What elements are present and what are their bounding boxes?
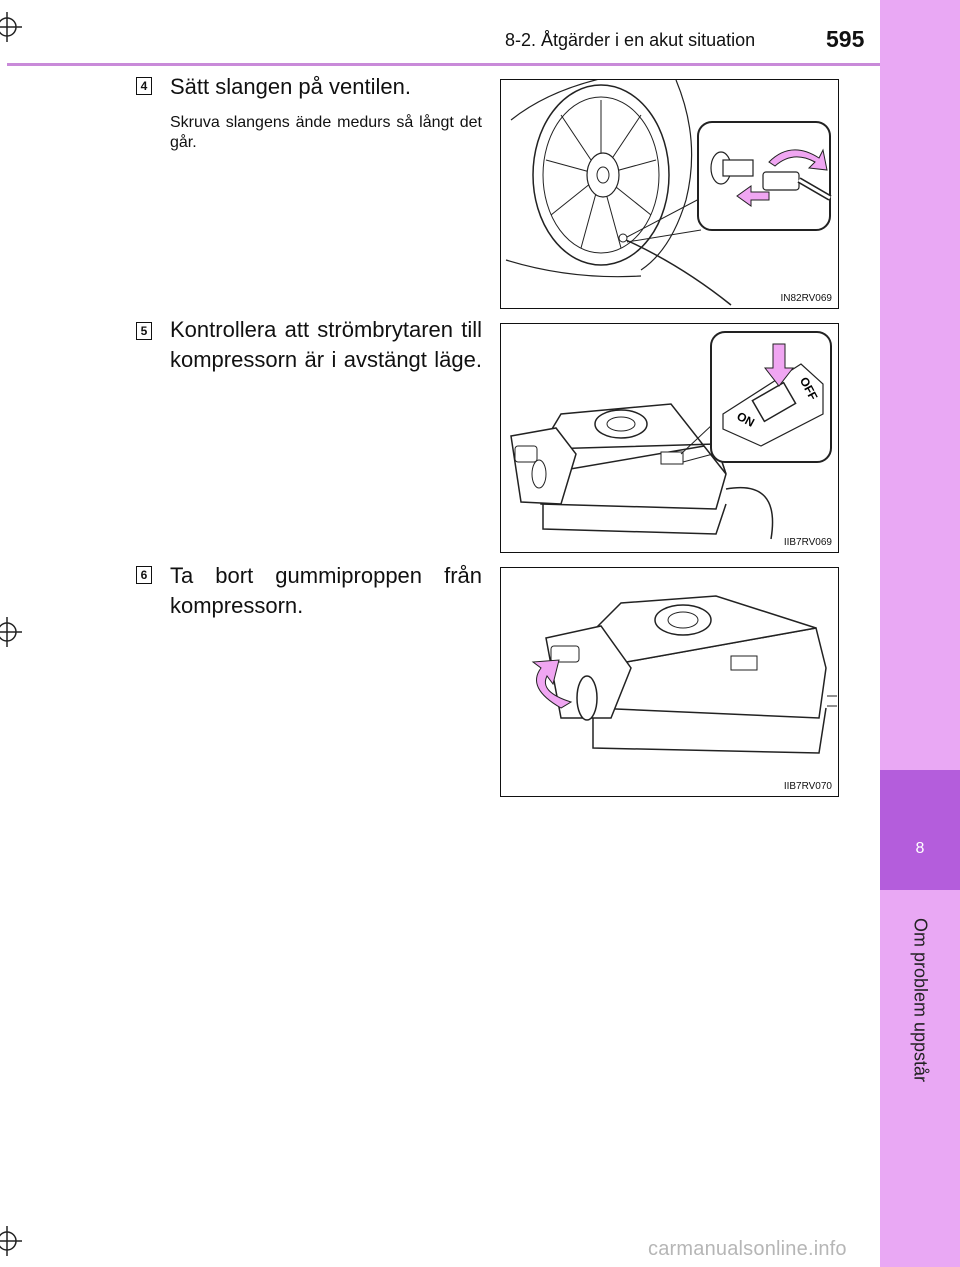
step-5-text: Kontrollera att strömbrytaren till kompr… bbox=[170, 317, 482, 372]
step-6-text: Ta bort gummiproppen från kompressorn. bbox=[170, 563, 482, 618]
hose-valve-illustration bbox=[505, 80, 832, 306]
chapter-number: 8 bbox=[915, 840, 925, 857]
page-number: 595 bbox=[826, 26, 865, 52]
figure-remove-rubber-plug: IIB7RV070 bbox=[500, 567, 839, 797]
footer-watermark: carmanualsonline.info bbox=[648, 1238, 847, 1260]
step-number-6: 6 bbox=[136, 566, 152, 584]
step-number-5: 5 bbox=[136, 322, 152, 340]
figure-hose-on-valve: IN82RV069 bbox=[500, 79, 839, 309]
registration-mark-top-left bbox=[0, 12, 22, 42]
header-rule bbox=[7, 63, 880, 66]
step-4-text: Sätt slangen på ventilen. bbox=[170, 74, 411, 99]
step-number-4: 4 bbox=[136, 77, 152, 95]
rubber-plug-illustration bbox=[531, 595, 837, 754]
figure-code: IIB7RV070 bbox=[783, 781, 832, 792]
registration-mark-bottom-left bbox=[0, 1226, 22, 1256]
step-4-subtext: Skruva slangens ände medurs så långt det… bbox=[170, 114, 482, 151]
section-title: 8-2. Åtgärder i en akut situation bbox=[505, 30, 756, 50]
figure-code: IN82RV069 bbox=[780, 293, 832, 304]
chapter-title: Om problem uppstår bbox=[910, 917, 931, 1083]
registration-mark-mid-left bbox=[0, 617, 22, 647]
chapter-side-tab bbox=[880, 0, 960, 1267]
figure-compressor-switch: OFF ON IIB7RV069 bbox=[500, 323, 839, 553]
compressor-switch-illustration: OFF ON bbox=[510, 331, 832, 540]
figure-code: IIB7RV069 bbox=[783, 537, 832, 548]
chapter-number-block: 8 bbox=[880, 770, 960, 890]
